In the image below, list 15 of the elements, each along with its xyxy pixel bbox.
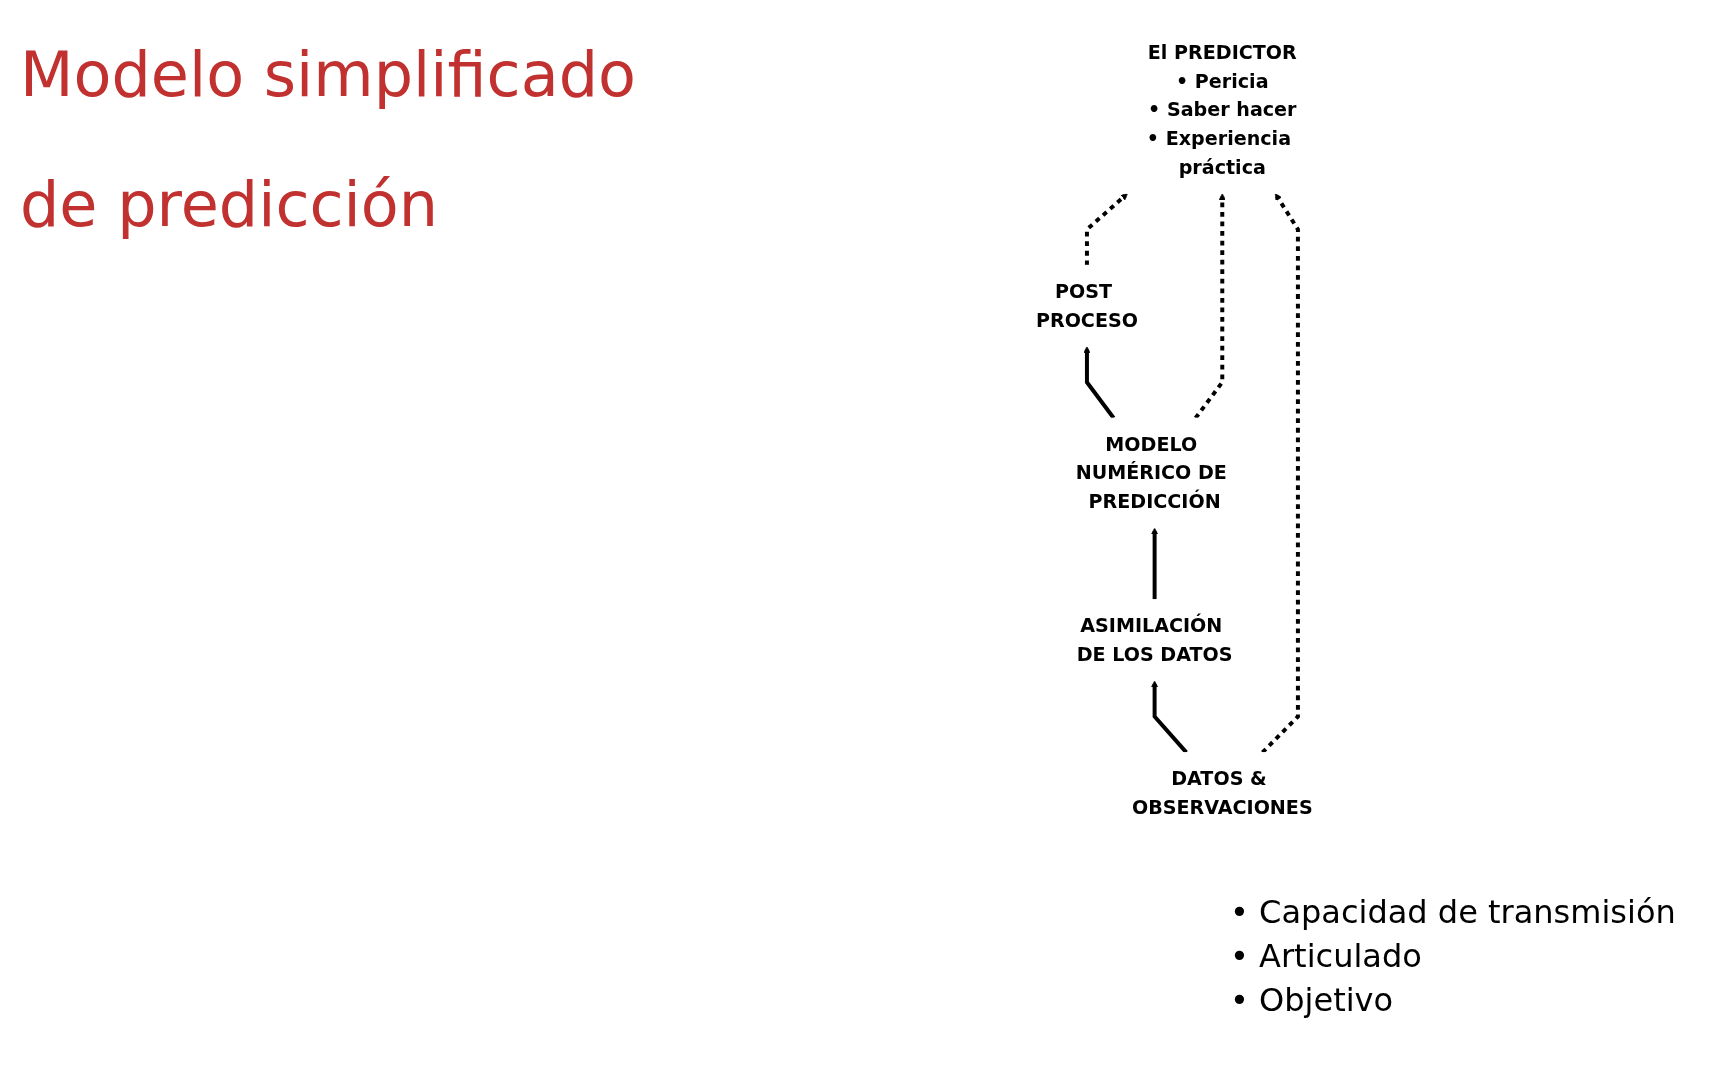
node-text: POST PROCESO bbox=[1035, 280, 1138, 332]
arrow bbox=[1193, 193, 1226, 420]
node-text: El PREDICTOR • Pericia • Saber hacer • Experiencia práctica bbox=[1146, 41, 1297, 179]
node-text: MODELO NUMÉRICO DE PREDICCIÓN bbox=[1075, 433, 1227, 513]
arrow bbox=[1083, 346, 1116, 420]
node-text: DATOS & OBSERVACIONES bbox=[1131, 767, 1313, 819]
node-text: ASIMILACIÓN DE LOS DATOS bbox=[1076, 614, 1233, 666]
bullet-item: • Articulado bbox=[1230, 936, 1423, 977]
bullet-item: • Capacidad de transmisión bbox=[1230, 892, 1676, 933]
arrow bbox=[1084, 193, 1128, 266]
arrow bbox=[1261, 193, 1300, 754]
bullet-item: • Objetivo bbox=[1230, 980, 1395, 1021]
arrow bbox=[1151, 680, 1188, 754]
arrow bbox=[1151, 527, 1159, 600]
title: Modelo simplificado de predicción bbox=[20, 37, 637, 243]
